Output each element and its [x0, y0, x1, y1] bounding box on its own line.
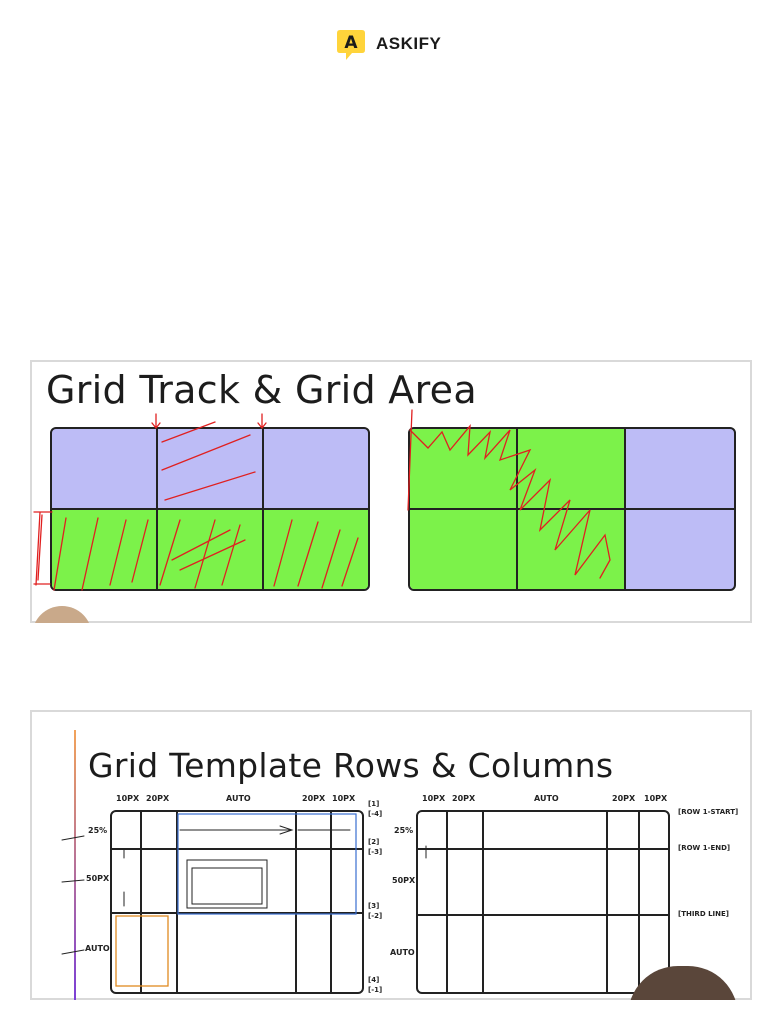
grid-track-diagram [50, 427, 370, 591]
row-label: 50PX [86, 874, 110, 883]
row-label: 25% [88, 826, 108, 835]
brand-name: ASKIFY [376, 34, 442, 53]
line-number: [-3] [368, 848, 383, 856]
line-number: [2] [368, 838, 380, 846]
line-number: [3] [368, 902, 380, 910]
line-number: [-4] [368, 810, 383, 818]
slide-grid-track-area: Grid Track & Grid Area [30, 360, 752, 623]
line-name: [ROW 1-END] [678, 844, 731, 852]
col-label: 20PX [146, 794, 170, 803]
col-label: AUTO [226, 794, 251, 803]
annotation-scribbles [33, 409, 611, 591]
margin-rule [74, 730, 76, 1000]
presenter-webcam [32, 606, 92, 623]
row-label: 50PX [392, 876, 416, 885]
row-label: 25% [394, 826, 414, 835]
line-name: [THIRD LINE] [678, 910, 729, 918]
grid-template-left [110, 810, 364, 994]
row-label: AUTO [85, 944, 110, 953]
header: A ASKIFY [0, 28, 768, 62]
col-label: 10PX [422, 794, 446, 803]
logo-letter: A [344, 33, 358, 53]
grid-area-diagram [408, 427, 736, 591]
template-annotations [61, 813, 427, 987]
askify-logo-icon: A [336, 28, 366, 60]
grid-track-row [52, 509, 368, 589]
col-label: AUTO [534, 794, 559, 803]
slide-title: Grid Template Rows & Columns [88, 746, 614, 785]
col-label: 20PX [612, 794, 636, 803]
line-name: [ROW 1-START] [678, 808, 739, 816]
col-label: 20PX [452, 794, 476, 803]
col-label: 10PX [332, 794, 356, 803]
slide-grid-template: Grid Template Rows & Columns 10PX 20PX A… [30, 710, 752, 1000]
col-label: 20PX [302, 794, 326, 803]
grid-template-right [416, 810, 670, 994]
line-number: [1] [368, 800, 380, 808]
line-number: [-1] [368, 986, 383, 994]
col-label: 10PX [644, 794, 668, 803]
brand[interactable]: A ASKIFY [336, 28, 441, 60]
slide-title: Grid Track & Grid Area [46, 368, 477, 412]
col-label: 10PX [116, 794, 140, 803]
row-label: AUTO [390, 948, 415, 957]
line-number: [-2] [368, 912, 383, 920]
line-number: [4] [368, 976, 380, 984]
